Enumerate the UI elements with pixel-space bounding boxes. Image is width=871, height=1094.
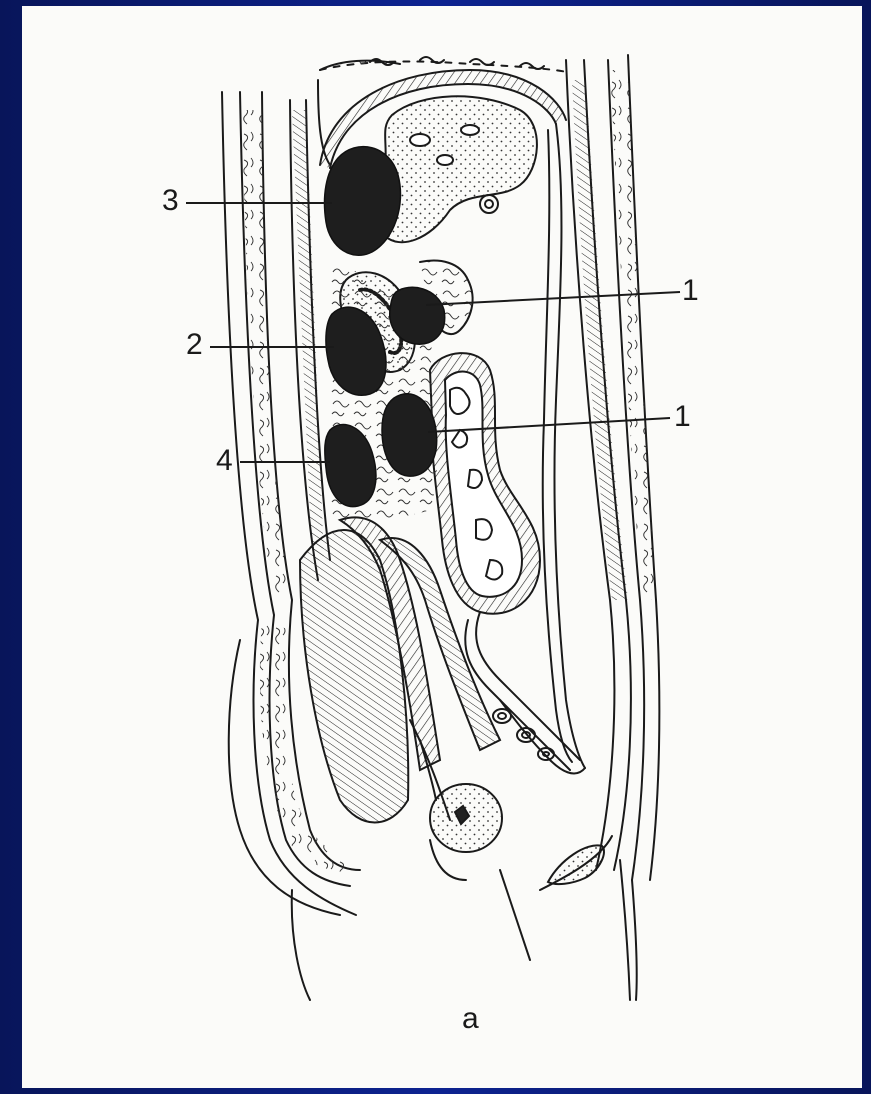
label-1-lower: 1 xyxy=(674,402,691,432)
label-3: 3 xyxy=(162,186,179,216)
label-2: 2 xyxy=(186,330,203,360)
label-1-upper: 1 xyxy=(682,276,699,306)
label-4: 4 xyxy=(216,446,233,476)
dark-mass-1-upper xyxy=(390,287,445,344)
figure-caption: a xyxy=(462,1004,479,1034)
dark-mass-1-lower xyxy=(382,394,437,476)
